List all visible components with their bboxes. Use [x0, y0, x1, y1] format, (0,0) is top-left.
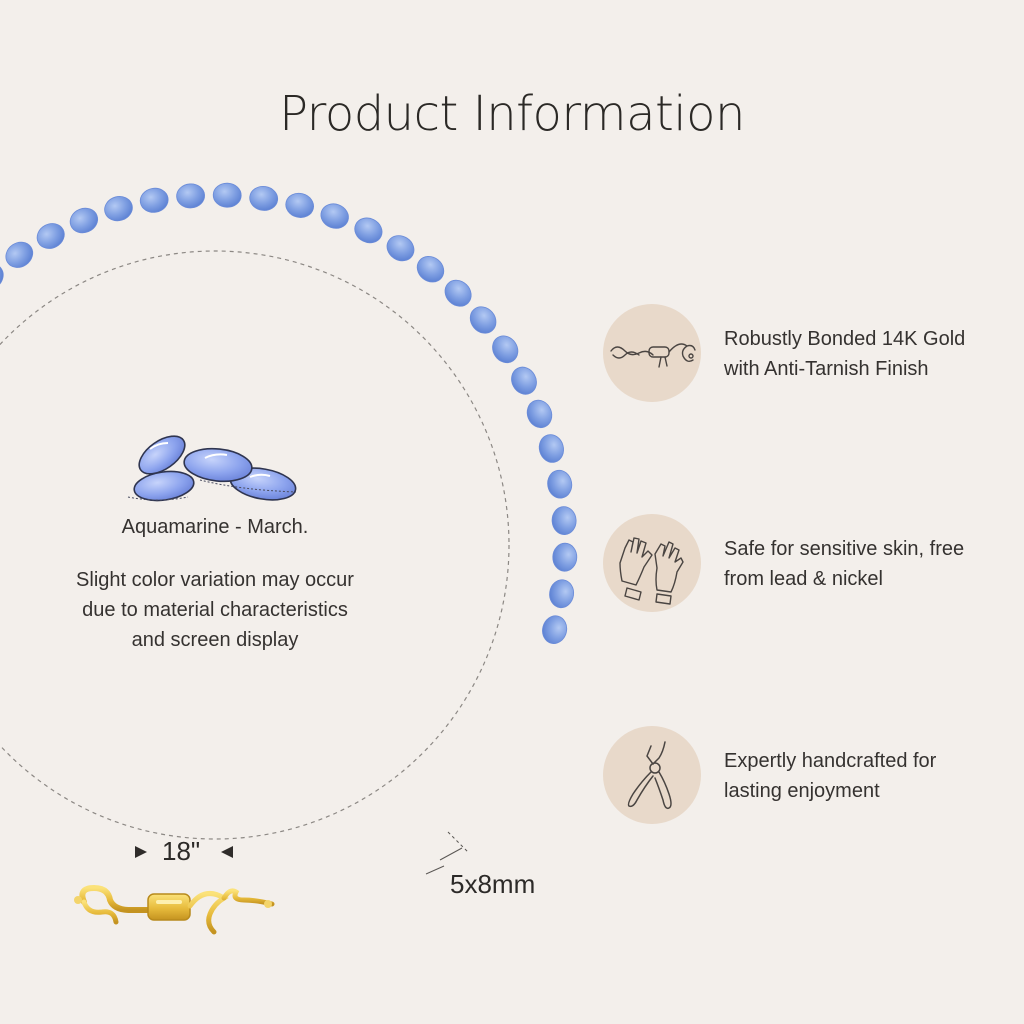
bead	[511, 366, 537, 395]
necklace-length-label: 18"	[162, 836, 201, 866]
bead	[285, 192, 314, 218]
bead-size-indicator	[425, 831, 469, 875]
bead	[547, 469, 573, 499]
feature-line: with Anti-Tarnish Finish	[724, 358, 929, 380]
bead	[469, 306, 497, 334]
feature-icon-circle	[603, 726, 701, 824]
feature-handcrafted: Expertly handcrafted for lasting enjoyme…	[603, 726, 1013, 826]
gold-clasp-icon	[610, 343, 696, 368]
note-line: and screen display	[131, 629, 299, 651]
gloves-icon	[619, 537, 684, 605]
bead-size-label: 5x8mm	[450, 869, 536, 899]
feature-text: Robustly Bonded 14K Gold with Anti-Tarni…	[724, 324, 1014, 384]
feature-line: from lead & nickel	[724, 568, 883, 590]
bead	[212, 182, 242, 208]
necklace-length-guide	[0, 250, 510, 840]
bead	[36, 223, 65, 249]
gemstone-name: Aquamarine - March.	[121, 516, 309, 538]
bead	[549, 579, 575, 609]
bead-strand	[0, 182, 578, 644]
feature-sensitive-skin: Safe for sensitive skin, free from lead …	[603, 514, 1013, 614]
arrow-left-icon	[221, 846, 233, 858]
bead	[538, 434, 564, 463]
note-line: Slight color variation may occur	[76, 569, 354, 591]
bead	[5, 241, 34, 268]
feature-line: Robustly Bonded 14K Gold	[724, 328, 966, 350]
bead	[444, 279, 472, 307]
color-variation-note: Slight color variation may occur due to …	[30, 565, 400, 655]
bead	[104, 196, 133, 222]
bead	[0, 263, 4, 291]
feature-line: lasting enjoyment	[724, 780, 880, 802]
bead	[416, 256, 445, 283]
bead	[542, 615, 568, 644]
bead	[176, 183, 205, 209]
bead	[354, 217, 383, 244]
feature-text: Expertly handcrafted for lasting enjoyme…	[724, 746, 1014, 806]
bead	[320, 203, 349, 229]
note-line: due to material characteristics	[82, 599, 348, 621]
page-title: Product Information	[279, 86, 745, 142]
bead	[526, 399, 553, 429]
pliers-icon	[627, 741, 672, 810]
feature-text: Safe for sensitive skin, free from lead …	[724, 534, 1014, 594]
gold-clasp	[74, 884, 275, 935]
feature-icon-circle	[603, 304, 701, 402]
bead	[492, 335, 519, 364]
feature-line: Expertly handcrafted for	[724, 750, 937, 772]
bead	[69, 207, 99, 234]
feature-icon-circle	[603, 514, 701, 612]
feature-line: Safe for sensitive skin, free	[724, 538, 965, 560]
bead	[249, 185, 279, 211]
bead	[139, 187, 169, 213]
feature-gold-finish: Robustly Bonded 14K Gold with Anti-Tarni…	[603, 304, 1013, 404]
arrow-right-icon	[135, 846, 147, 858]
bead	[551, 506, 577, 535]
bead	[386, 235, 415, 262]
aquamarine-beads-icon	[127, 435, 297, 502]
bead	[552, 542, 578, 572]
